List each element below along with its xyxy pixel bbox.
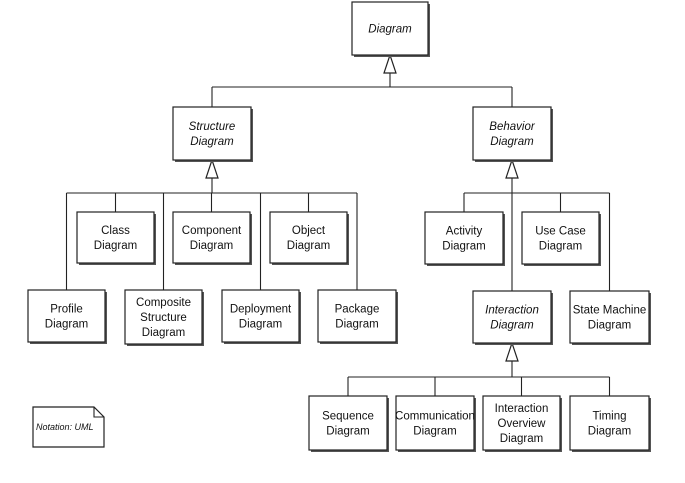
node-label: Diagram xyxy=(368,24,412,36)
node-label: Sequence xyxy=(322,411,374,423)
box xyxy=(472,290,552,344)
node-label: Diagram xyxy=(539,241,582,253)
box xyxy=(569,395,650,451)
node-label: Deployment xyxy=(230,304,292,316)
node-label: Interaction xyxy=(485,305,539,317)
box xyxy=(76,211,155,264)
node-label: Use Case xyxy=(535,226,586,238)
node-label: Diagram xyxy=(413,426,456,438)
node-label: Behavior xyxy=(489,121,536,133)
node-label: Timing xyxy=(592,411,626,423)
node-label: Activity xyxy=(446,226,483,238)
node-label: Communication xyxy=(395,411,475,423)
node-label: Composite xyxy=(136,297,191,309)
box xyxy=(172,106,252,161)
box xyxy=(124,289,203,345)
box xyxy=(472,106,552,161)
node-label: Profile xyxy=(50,304,83,316)
node-label: Diagram xyxy=(239,319,282,331)
node-label: Diagram xyxy=(287,240,330,252)
node-label: Diagram xyxy=(45,319,88,331)
box xyxy=(317,289,397,343)
node-label: Diagram xyxy=(442,241,485,253)
box xyxy=(424,211,504,265)
node-label: Diagram xyxy=(588,320,631,332)
box xyxy=(351,1,429,56)
node-label: Diagram xyxy=(190,136,234,148)
node-label: Diagram xyxy=(500,433,543,445)
node-diagram[interactable]: Diagram xyxy=(351,1,430,57)
node-label: Package xyxy=(335,304,380,316)
node-label: Diagram xyxy=(94,240,137,252)
node-label: Diagram xyxy=(335,319,378,331)
note-text: Notation: UML xyxy=(36,422,94,432)
box xyxy=(395,395,475,451)
generalization-interaction xyxy=(347,341,611,396)
node-label: Diagram xyxy=(326,426,369,438)
node-label: Object xyxy=(292,225,326,237)
node-label: State Machine xyxy=(573,305,647,317)
generalization-arrow-icon xyxy=(383,53,397,74)
box xyxy=(172,211,251,264)
box xyxy=(482,395,561,451)
node-label: Diagram xyxy=(490,320,534,332)
generalization-arrow-icon xyxy=(505,158,519,179)
box xyxy=(569,290,650,344)
box xyxy=(269,211,348,264)
node-label: Class xyxy=(101,225,130,237)
node-label: Component xyxy=(182,225,242,237)
generalization-behavior xyxy=(463,158,611,291)
node-label: Structure xyxy=(140,312,187,324)
node-label: Overview xyxy=(498,418,547,430)
generalization-arrow-icon xyxy=(505,341,519,362)
node-label: Diagram xyxy=(190,240,233,252)
box xyxy=(521,211,600,265)
node-label: Diagram xyxy=(142,327,185,339)
generalization-arrow-icon xyxy=(205,158,219,179)
generalization-structure xyxy=(65,158,358,290)
node-label: Diagram xyxy=(490,136,534,148)
box xyxy=(27,289,106,343)
node-label: Structure xyxy=(189,121,236,133)
note-icon xyxy=(32,406,105,448)
box xyxy=(308,395,388,451)
node-label: Diagram xyxy=(588,426,631,438)
node-label: Interaction xyxy=(495,403,549,415)
notation-note: Notation: UML xyxy=(32,406,105,448)
box xyxy=(221,289,300,343)
note-fold xyxy=(93,407,104,418)
generalization-diagram xyxy=(211,53,513,107)
